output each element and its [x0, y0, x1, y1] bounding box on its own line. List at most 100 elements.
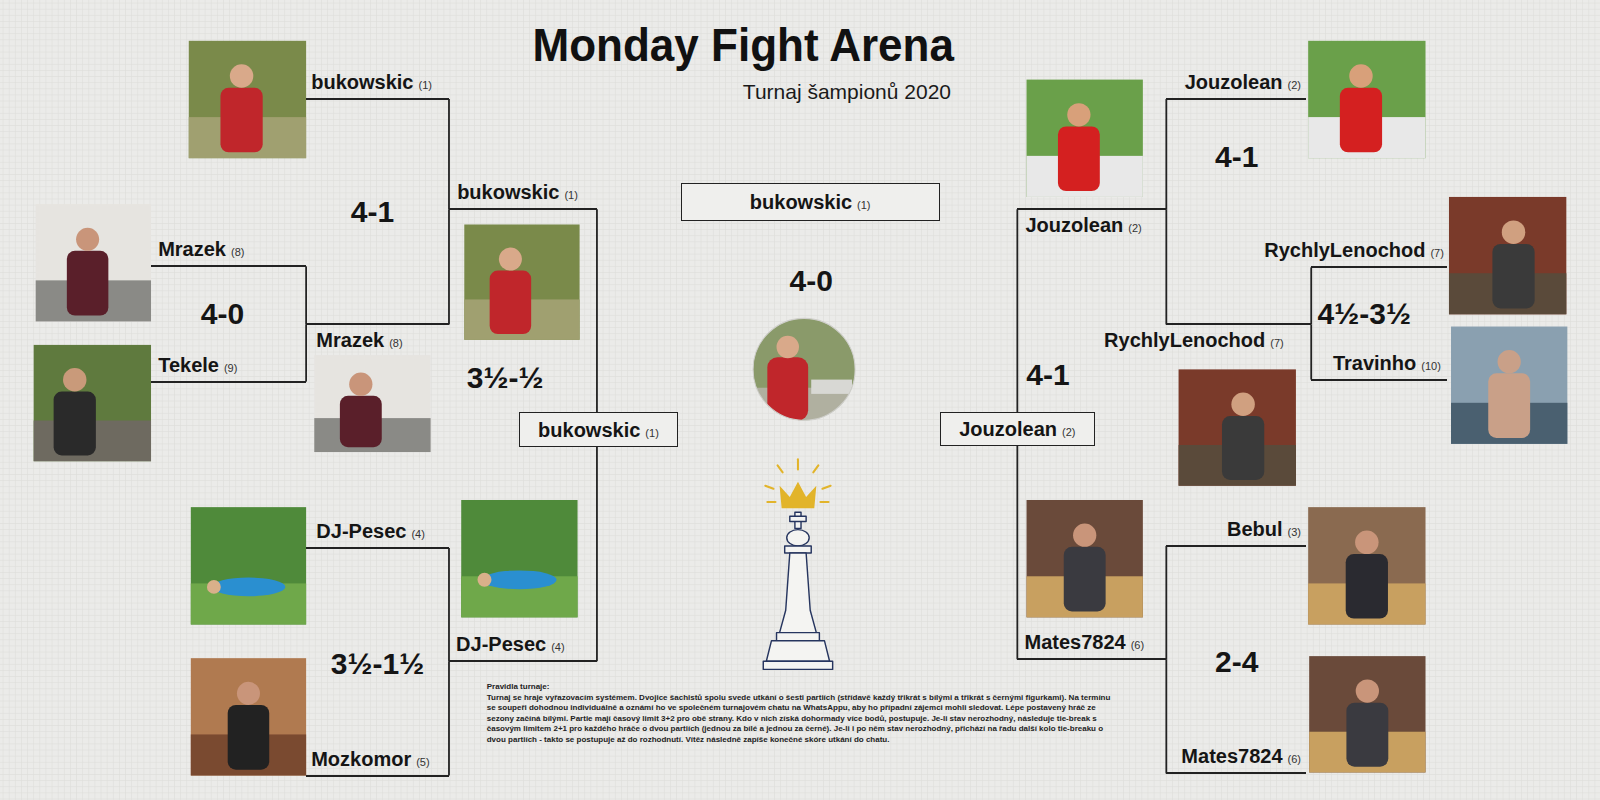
player-name: RychlyLenochod: [1104, 329, 1265, 351]
seed-number: (10): [1421, 360, 1441, 372]
ray: [813, 465, 818, 472]
bracket-slot: DJ-Pesec(4): [306, 519, 449, 549]
photo-backdrop: [1449, 197, 1566, 314]
photo-figure: [230, 64, 253, 87]
player-name: bukowskic: [457, 181, 559, 203]
seed-number: (2): [1062, 426, 1075, 438]
player-photo: [191, 507, 306, 624]
ray: [765, 486, 773, 489]
player-photo: [464, 224, 579, 339]
photo-figure: [1073, 524, 1096, 547]
player-photo: [1308, 507, 1425, 624]
bracket-slot: Mozkomor(5): [306, 747, 449, 777]
photo-backdrop: [1027, 500, 1143, 617]
bracket-connector: [1310, 324, 1312, 379]
ray: [820, 501, 828, 503]
photo-figure: [1498, 350, 1521, 373]
bracket-slot: Jouzolean(2): [1166, 70, 1306, 100]
bracket-slot: Mates7824(6): [1017, 630, 1166, 660]
match-score: 4-0: [201, 297, 244, 330]
player-photo: [36, 204, 151, 321]
photo-figure: [1356, 679, 1379, 702]
bracket-slot: bukowskic(1): [306, 70, 449, 100]
bracket-connector: [1016, 209, 1018, 412]
bracket-slot: Tekele(9): [151, 353, 306, 383]
bracket-slot: Mrazek(8): [306, 323, 449, 353]
slot-line: [1311, 379, 1447, 381]
rules-text: Turnaj se hraje vyřazovacím systémem. Dv…: [487, 693, 1118, 746]
seed-number: (1): [564, 189, 577, 201]
player-photo: [1309, 656, 1425, 772]
box-label: bukowskic(1): [750, 190, 871, 214]
match-score: 4-0: [790, 264, 833, 297]
slot-line: [1166, 323, 1311, 325]
photo-figure: [220, 88, 262, 153]
ray: [822, 486, 830, 489]
player-name: bukowskic: [311, 71, 413, 93]
player-name: bukowskic: [750, 191, 852, 213]
king-cross: [790, 516, 806, 521]
king-foot: [763, 661, 832, 669]
slot-line: [306, 775, 449, 777]
seed-number: (2): [1128, 222, 1141, 234]
slot-label: Mrazek(8): [316, 328, 402, 352]
player-name: Jouzolean: [1026, 214, 1124, 236]
match-score: 4-1: [1215, 140, 1258, 173]
slot-label: Bebul(3): [1227, 517, 1301, 541]
bracket-slot: Mates7824(6): [1166, 744, 1306, 774]
seed-number: (6): [1131, 639, 1144, 651]
seed-number: (7): [1430, 247, 1443, 259]
bracket-connector: [1016, 446, 1018, 659]
player-photo: [34, 345, 151, 461]
player-photo: [1027, 500, 1143, 617]
slot-line: [1166, 98, 1306, 100]
photo-figure: [478, 573, 492, 587]
match-score: 2-4: [1215, 645, 1258, 678]
rules-heading: Pravidla turnaje:: [487, 682, 550, 692]
player-photo: [1308, 41, 1425, 158]
seed-number: (6): [1288, 753, 1301, 765]
bracket-box: bukowskic(1): [681, 183, 940, 222]
photo-figure: [1231, 393, 1254, 416]
seed-number: (5): [416, 756, 429, 768]
bracket-connector: [596, 209, 598, 412]
king-collar: [785, 546, 812, 553]
player-name: Jouzolean: [1185, 71, 1283, 93]
ray: [767, 501, 775, 503]
seed-number: (7): [1270, 337, 1283, 349]
photo-backdrop: [36, 204, 151, 321]
seed-number: (9): [224, 362, 237, 374]
player-photo: [314, 355, 430, 452]
king-body: [780, 553, 817, 633]
photo-figure: [1058, 126, 1100, 191]
photo-figure: [1064, 547, 1106, 612]
bracket-connector: [1165, 209, 1167, 324]
photo-backdrop: [1451, 327, 1567, 444]
photo-figure: [207, 580, 221, 594]
player-photo: [1027, 80, 1143, 197]
slot-label: Jouzolean (2): [1026, 213, 1142, 237]
photo-figure: [1346, 703, 1388, 767]
seed-number: (8): [389, 337, 402, 349]
slot-label: Mates7824(6): [1024, 630, 1144, 654]
king-head: [787, 530, 809, 546]
photo-frame: [753, 318, 855, 420]
photo-figure: [1488, 373, 1530, 438]
slot-label: Mrazek(8): [158, 237, 244, 261]
bracket-connector: [1310, 267, 1312, 324]
photo-backdrop: [1308, 507, 1425, 624]
photo-figure: [67, 251, 109, 316]
photo-figure: [1349, 64, 1372, 87]
bracket-slot: DJ-Pesec(4): [449, 632, 597, 662]
player-name: RychlyLenochod: [1264, 239, 1425, 261]
photo-figure: [777, 336, 799, 358]
player-photo: [191, 658, 306, 775]
photo-ground: [753, 318, 855, 420]
bracket-slot: bukowskic (1): [449, 180, 597, 210]
player-photo: [1179, 369, 1296, 485]
photo-figure: [1222, 416, 1264, 480]
photo-backdrop: [34, 345, 151, 461]
photo-figure: [228, 705, 270, 770]
photo-backdrop: [1309, 656, 1425, 772]
photo-figure: [54, 392, 96, 456]
